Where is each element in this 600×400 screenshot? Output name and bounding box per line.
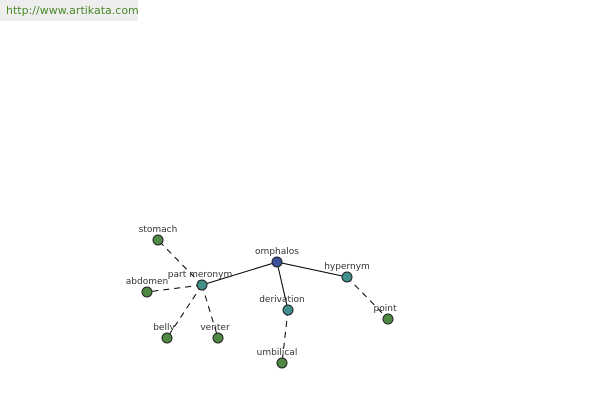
node-abdomen[interactable] bbox=[141, 286, 153, 298]
node-point[interactable] bbox=[382, 313, 394, 325]
label-part-meronym: part meronym bbox=[168, 270, 232, 280]
edge-part-meronym-venter bbox=[201, 284, 219, 339]
graph-nodes bbox=[141, 234, 394, 369]
node-part-meronym[interactable] bbox=[196, 279, 208, 291]
label-belly: belly bbox=[153, 323, 175, 333]
label-venter: venter bbox=[200, 323, 230, 333]
node-umbilical[interactable] bbox=[276, 357, 288, 369]
label-umbilical: umbilical bbox=[257, 348, 298, 358]
node-stomach[interactable] bbox=[152, 234, 164, 246]
label-derivation: derivation bbox=[259, 295, 305, 305]
edge-derivation-umbilical bbox=[281, 309, 289, 364]
label-omphalos: omphalos bbox=[255, 247, 299, 257]
edge-omphalos-derivation bbox=[276, 261, 289, 311]
label-point: point bbox=[374, 304, 397, 314]
watermark-url: http://www.artikata.com bbox=[0, 0, 139, 21]
node-venter[interactable] bbox=[212, 332, 224, 344]
graph-edges bbox=[146, 239, 389, 364]
edge-part-meronym-abdomen bbox=[146, 284, 203, 293]
edge-omphalos-part-meronym bbox=[201, 261, 278, 286]
label-hypernym: hypernym bbox=[324, 262, 370, 272]
edge-hypernym-point bbox=[346, 276, 389, 320]
node-derivation[interactable] bbox=[282, 304, 294, 316]
edge-omphalos-hypernym bbox=[276, 261, 348, 278]
label-abdomen: abdomen bbox=[126, 277, 168, 287]
label-stomach: stomach bbox=[139, 225, 178, 235]
node-hypernym[interactable] bbox=[341, 271, 353, 283]
node-belly[interactable] bbox=[161, 332, 173, 344]
graph-labels: omphalos part meronym hypernym derivation st… bbox=[126, 225, 397, 358]
node-omphalos[interactable] bbox=[271, 256, 283, 268]
